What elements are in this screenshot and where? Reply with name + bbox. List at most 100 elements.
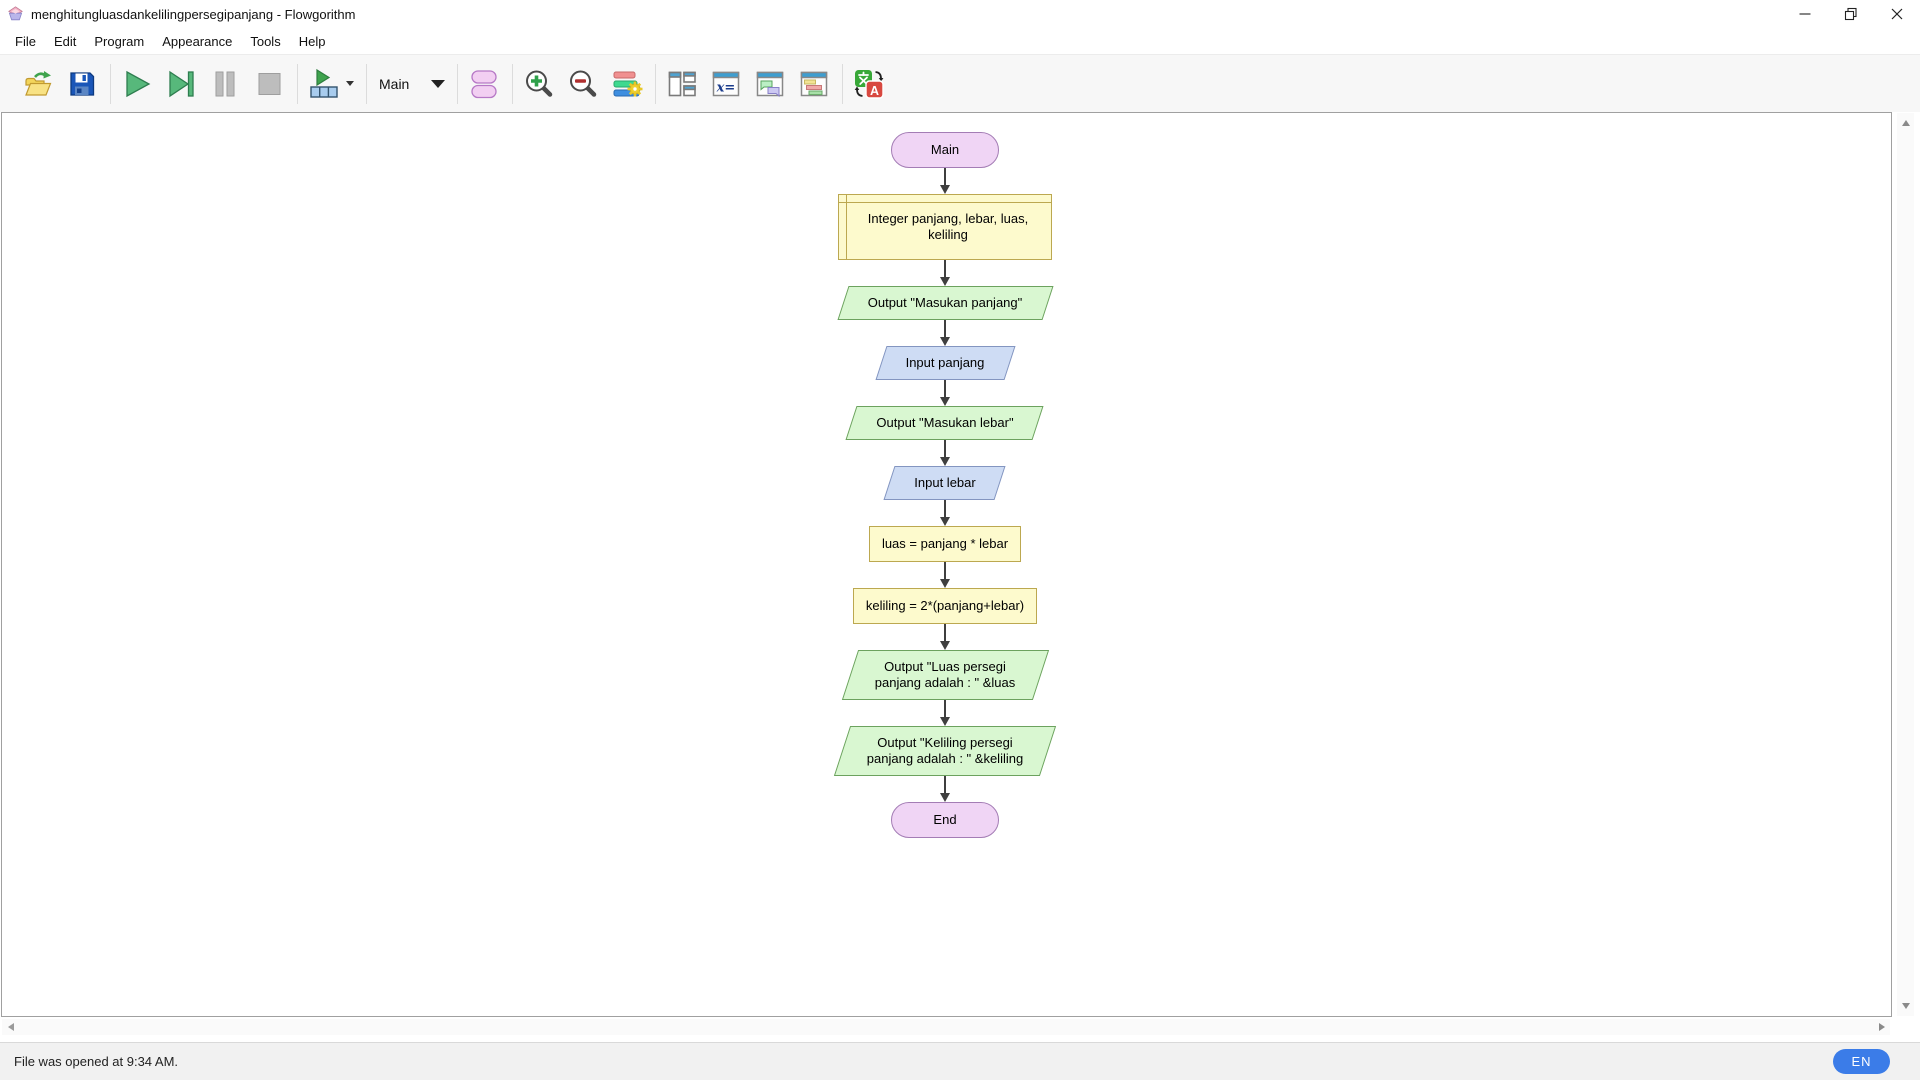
node-label: keliling = 2*(panjang+lebar) xyxy=(865,598,1025,613)
flowgorithm-logo-icon xyxy=(7,5,24,23)
vertical-scrollbar[interactable] xyxy=(1897,113,1914,1016)
zoom-out-button[interactable] xyxy=(565,66,601,102)
node-label: Output "Luas persegi panjang adalah : " … xyxy=(874,659,1016,690)
flow-arrow[interactable] xyxy=(940,440,950,466)
translate-icon: A xyxy=(855,69,885,99)
run-button[interactable] xyxy=(119,66,155,102)
variable-watch-icon: x= xyxy=(713,71,740,96)
node-output[interactable]: Output "Keliling persegi panjang adalah … xyxy=(842,726,1048,776)
translate-button[interactable]: A xyxy=(851,66,887,102)
menu-edit[interactable]: Edit xyxy=(53,33,77,49)
flow-arrow[interactable] xyxy=(940,380,950,406)
minimize-icon xyxy=(1799,13,1811,15)
node-assign[interactable]: keliling = 2*(panjang+lebar) xyxy=(852,588,1038,624)
function-selector[interactable]: Main xyxy=(379,75,446,92)
minimize-button[interactable] xyxy=(1782,0,1828,28)
arrow-down-icon xyxy=(1901,1003,1910,1009)
save-button[interactable] xyxy=(64,66,100,102)
shape-style-icon xyxy=(471,69,498,98)
toolbar: Main xyxy=(0,54,1920,112)
node-label: Integer panjang, lebar, luas, keliling xyxy=(867,211,1029,242)
scroll-up-button[interactable] xyxy=(1897,115,1914,131)
window-layout-button[interactable] xyxy=(664,66,700,102)
title-bar: menghitungluasdankelilingpersegipanjang … xyxy=(0,0,1920,28)
node-assign[interactable]: luas = panjang * lebar xyxy=(868,526,1022,562)
node-terminal[interactable]: Main xyxy=(891,132,999,168)
open-folder-icon xyxy=(25,70,52,96)
restore-button[interactable] xyxy=(1828,0,1874,28)
window-layout-icon xyxy=(669,71,697,96)
pause-button[interactable] xyxy=(207,66,243,102)
play-icon xyxy=(126,70,151,97)
scroll-down-button[interactable] xyxy=(1897,998,1914,1014)
node-output[interactable]: Output "Masukan panjang" xyxy=(843,286,1048,320)
console-icon xyxy=(757,71,784,97)
node-label: Input panjang xyxy=(905,355,985,370)
node-terminal[interactable]: End xyxy=(891,802,999,838)
status-bar: File was opened at 9:34 AM. EN xyxy=(0,1042,1920,1080)
toolbar-separator xyxy=(512,63,514,104)
pause-icon xyxy=(215,71,235,96)
flow-arrow[interactable] xyxy=(940,700,950,726)
scroll-right-button[interactable] xyxy=(1873,1019,1890,1035)
menu-file[interactable]: File xyxy=(15,33,36,49)
node-output[interactable]: Output "Masukan lebar" xyxy=(851,406,1038,440)
node-label: luas = panjang * lebar xyxy=(881,536,1009,551)
node-input[interactable]: Input panjang xyxy=(881,346,1010,380)
svg-text:A: A xyxy=(870,83,879,97)
node-input[interactable]: Input lebar xyxy=(889,466,1000,500)
flow-arrow[interactable] xyxy=(940,320,950,346)
horizontal-scrollbar[interactable] xyxy=(2,1019,1890,1035)
console-button[interactable] xyxy=(752,66,788,102)
menu-help[interactable]: Help xyxy=(298,33,326,49)
run-to-window-button[interactable] xyxy=(306,66,342,102)
node-declare[interactable]: Integer panjang, lebar, luas, keliling xyxy=(838,194,1052,260)
status-message: File was opened at 9:34 AM. xyxy=(14,1054,179,1069)
run-to-window-icon xyxy=(310,68,338,98)
gear-icon xyxy=(627,81,643,96)
step-forward-icon xyxy=(169,70,194,97)
close-button[interactable] xyxy=(1874,0,1920,28)
run-to-window-dropdown-icon[interactable] xyxy=(346,81,354,86)
language-badge[interactable]: EN xyxy=(1833,1049,1890,1074)
toolbar-separator xyxy=(842,63,844,104)
save-floppy-icon xyxy=(70,71,95,96)
zoom-out-icon xyxy=(570,70,597,97)
open-button[interactable] xyxy=(20,66,56,102)
flow-arrow[interactable] xyxy=(940,624,950,650)
layout-settings-icon xyxy=(613,71,643,96)
flow-arrow[interactable] xyxy=(940,500,950,526)
layout-settings-button[interactable] xyxy=(609,66,645,102)
close-icon xyxy=(1891,8,1903,20)
menu-program[interactable]: Program xyxy=(94,33,145,49)
function-selector-label: Main xyxy=(379,75,410,92)
node-output[interactable]: Output "Luas persegi panjang adalah : " … xyxy=(850,650,1041,700)
shape-style-button[interactable] xyxy=(466,66,502,102)
flow-arrow[interactable] xyxy=(940,776,950,802)
svg-text:x=: x= xyxy=(716,80,736,95)
node-label: Output "Masukan lebar" xyxy=(876,415,1014,430)
toolbar-separator xyxy=(366,63,367,104)
flow-arrow[interactable] xyxy=(940,562,950,588)
flow-arrow[interactable] xyxy=(940,168,950,194)
menu-tools[interactable]: Tools xyxy=(250,33,281,49)
node-label: Output "Keliling persegi panjang adalah … xyxy=(866,735,1024,766)
stop-button[interactable] xyxy=(251,66,287,102)
arrow-left-icon xyxy=(7,1023,14,1031)
flow-arrow[interactable] xyxy=(940,260,950,286)
chevron-down-icon xyxy=(431,79,446,88)
zoom-in-button[interactable] xyxy=(521,66,557,102)
scroll-left-button[interactable] xyxy=(2,1019,19,1035)
node-label: End xyxy=(933,812,957,827)
menu-bar: File Edit Program Appearance Tools Help xyxy=(0,28,1920,54)
source-viewer-button[interactable] xyxy=(796,66,832,102)
menu-appearance[interactable]: Appearance xyxy=(162,33,233,49)
variable-watch-button[interactable]: x= xyxy=(708,66,744,102)
step-button[interactable] xyxy=(163,66,199,102)
toolbar-separator xyxy=(110,63,111,104)
toolbar-separator xyxy=(457,63,459,104)
source-viewer-icon xyxy=(801,71,828,96)
toolbar-separator xyxy=(297,63,298,104)
